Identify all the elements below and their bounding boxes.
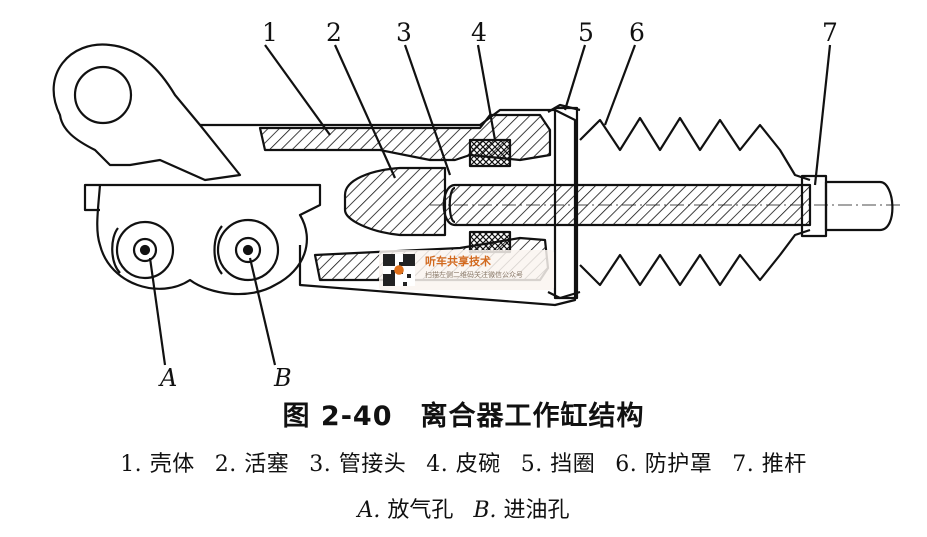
legend-text: 进油孔	[503, 498, 570, 523]
legend-text: 推杆	[761, 452, 807, 477]
legend-item: 1. 壳体	[120, 446, 195, 478]
legend-text: 放气孔	[387, 498, 454, 523]
legend-number: 6.	[615, 452, 638, 477]
legend-number: 7.	[732, 452, 755, 477]
callout-3: 3	[396, 18, 412, 47]
seal-cup	[468, 138, 512, 168]
legend-line-1: 1. 壳体 2. 活塞 3. 管接头 4. 皮碗 5. 挡圈 6. 防护罩 7. 推杆	[0, 446, 927, 478]
watermark-title: 听车共享技术	[425, 255, 491, 268]
legend-text: 活塞	[244, 452, 290, 477]
legend-number: 1.	[120, 452, 143, 477]
legend-text: 皮碗	[455, 452, 501, 477]
callout-6: 6	[629, 18, 645, 47]
point-a-label: A	[160, 364, 178, 392]
qr-code-icon	[383, 254, 415, 286]
legend-number: 2.	[214, 452, 237, 477]
legend-item: A. 放气孔	[357, 492, 453, 524]
legend-number: A.	[357, 498, 381, 523]
piston	[343, 166, 447, 237]
legend-item: 3. 管接头	[309, 446, 406, 478]
ear-hole	[73, 65, 133, 125]
rod-end-tip	[824, 180, 894, 232]
mounting-ear	[52, 43, 242, 182]
point-b-label: B	[274, 364, 292, 392]
figure-title: 图 2-40 离合器工作缸结构	[282, 401, 645, 432]
legend-item: 5. 挡圈	[521, 446, 596, 478]
legend-item: 4. 皮碗	[426, 446, 501, 478]
legend-number: B.	[473, 498, 497, 523]
port-bosses	[83, 183, 322, 296]
callout-1: 1	[262, 18, 278, 47]
callout-5: 5	[578, 18, 594, 47]
callout-4: 4	[471, 18, 487, 47]
clutch-slave-cylinder-diagram	[52, 43, 900, 366]
legend-number: 5.	[520, 452, 543, 477]
callout-7: 7	[822, 18, 838, 47]
port-a-outer	[115, 220, 175, 280]
legend-item: 2. 活塞	[215, 446, 290, 478]
legend-line-2: A. 放气孔 B. 进油孔	[0, 492, 927, 524]
watermark: 听车共享技术 扫描左侧二维码关注微信公众号	[379, 250, 554, 290]
watermark-subtitle: 扫描左侧二维码关注微信公众号	[425, 271, 523, 279]
legend-item: 6. 防护罩	[615, 446, 712, 478]
port-b-inner	[234, 236, 262, 264]
callout-2: 2	[326, 18, 342, 47]
legend-text: 挡圈	[550, 452, 596, 477]
legend-item: 7. 推杆	[732, 446, 807, 478]
port-b-outer	[216, 218, 280, 282]
legend-text: 壳体	[149, 452, 195, 477]
legend-text: 管接头	[338, 452, 407, 477]
legend-number: 4.	[426, 452, 449, 477]
legend-text: 防护罩	[644, 452, 713, 477]
legend-number: 3.	[309, 452, 332, 477]
port-a-inner	[132, 237, 158, 263]
legend-item: B. 进油孔	[473, 492, 569, 524]
dust-boot	[579, 116, 811, 287]
